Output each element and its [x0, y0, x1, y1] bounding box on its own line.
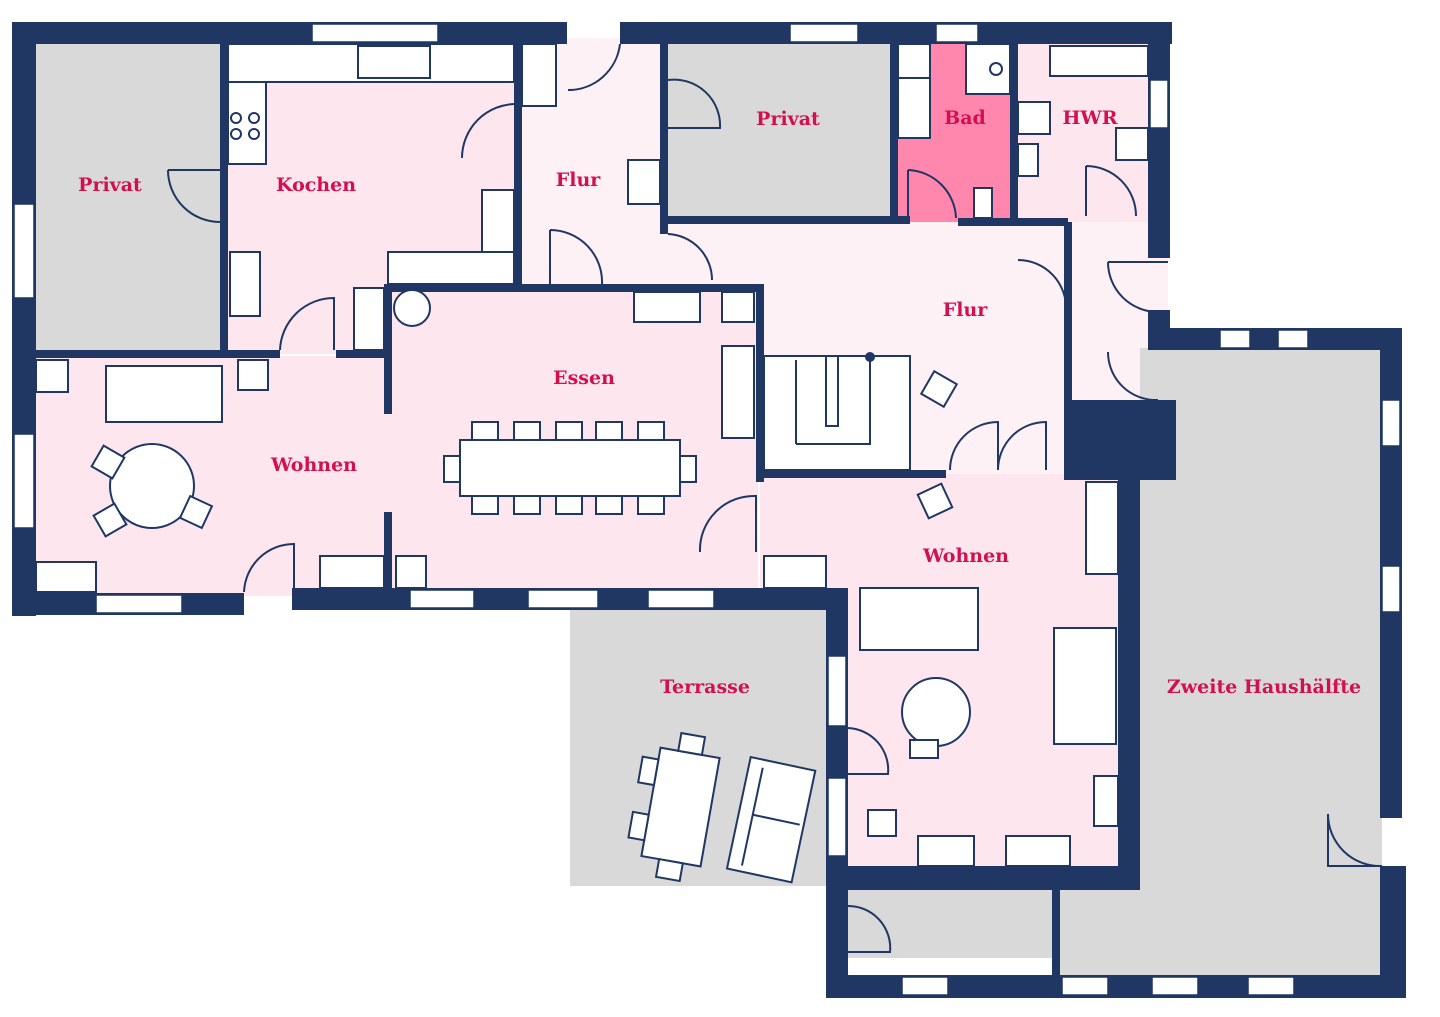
sofa-right [859, 587, 979, 651]
terrace-table [627, 731, 721, 883]
room-privat-left[interactable] [36, 44, 222, 352]
label-terrasse: Terrasse [660, 676, 750, 698]
label-kochen: Kochen [276, 174, 356, 196]
windows [13, 23, 1401, 996]
label-flur-center: Flur [943, 299, 989, 321]
round-table-right [901, 677, 971, 747]
label-bad: Bad [944, 107, 986, 129]
label-hwr: HWR [1062, 107, 1117, 129]
room-floors [36, 38, 1382, 978]
doors [167, 43, 1383, 953]
room-labels: Privat Kochen Flur Privat Bad HWR Flur E… [78, 107, 1361, 698]
terrace-lounger [725, 755, 817, 884]
label-wohnen-left: Wohnen [270, 454, 357, 476]
label-zweite-haushaelfte: Zweite Haushälfte [1167, 676, 1361, 698]
room-abstell[interactable] [846, 888, 1058, 958]
dining-table [459, 439, 681, 497]
room-zweite-bottom [1058, 888, 1382, 978]
label-flur-top: Flur [556, 169, 602, 191]
room-privat-top[interactable] [668, 44, 892, 220]
label-essen: Essen [553, 367, 615, 389]
round-table-left [109, 443, 195, 529]
label-privat-top: Privat [756, 108, 820, 130]
room-zweite-haushaelfte[interactable] [1140, 348, 1382, 978]
label-privat-left: Privat [78, 174, 142, 196]
sofa-left [105, 365, 223, 423]
dining-chairs [443, 421, 697, 515]
label-wohnen-right: Wohnen [922, 545, 1009, 567]
furniture [35, 43, 1149, 884]
